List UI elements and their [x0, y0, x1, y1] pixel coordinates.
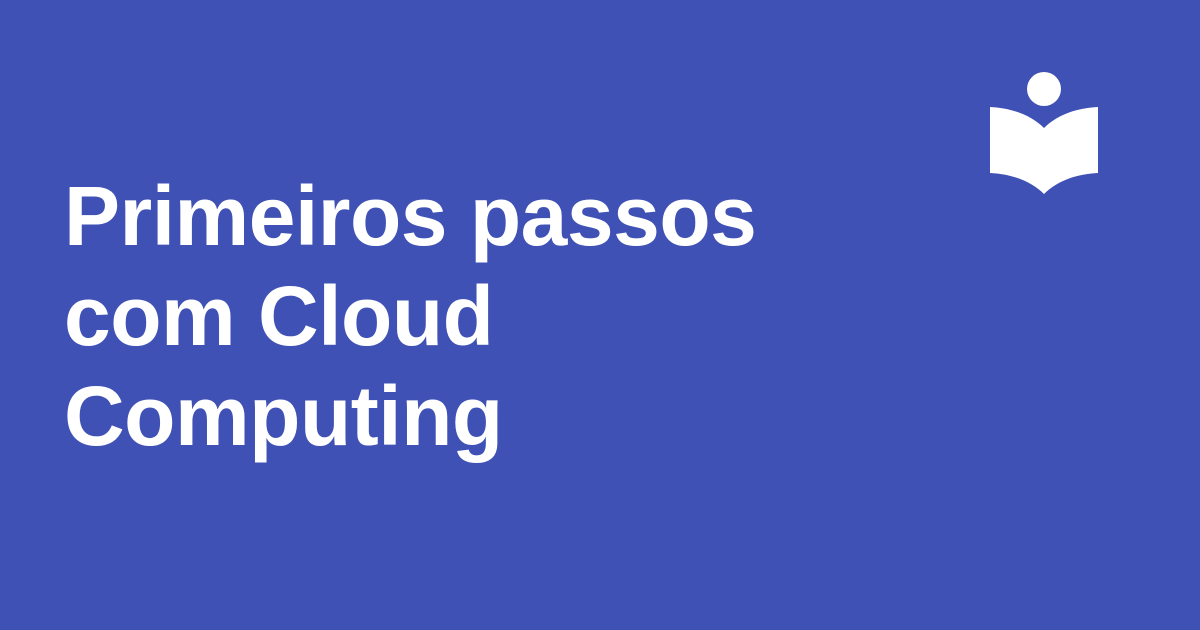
logo-book-shape	[990, 107, 1098, 194]
title-line-1: Primeiros passos	[64, 169, 757, 263]
page-title: Primeiros passos com Cloud Computing	[64, 166, 884, 466]
logo-head-shape	[1027, 72, 1061, 106]
title-line-2: com Cloud	[64, 269, 494, 363]
person-reading-book-icon	[990, 72, 1098, 194]
title-line-3: Computing	[64, 369, 503, 463]
